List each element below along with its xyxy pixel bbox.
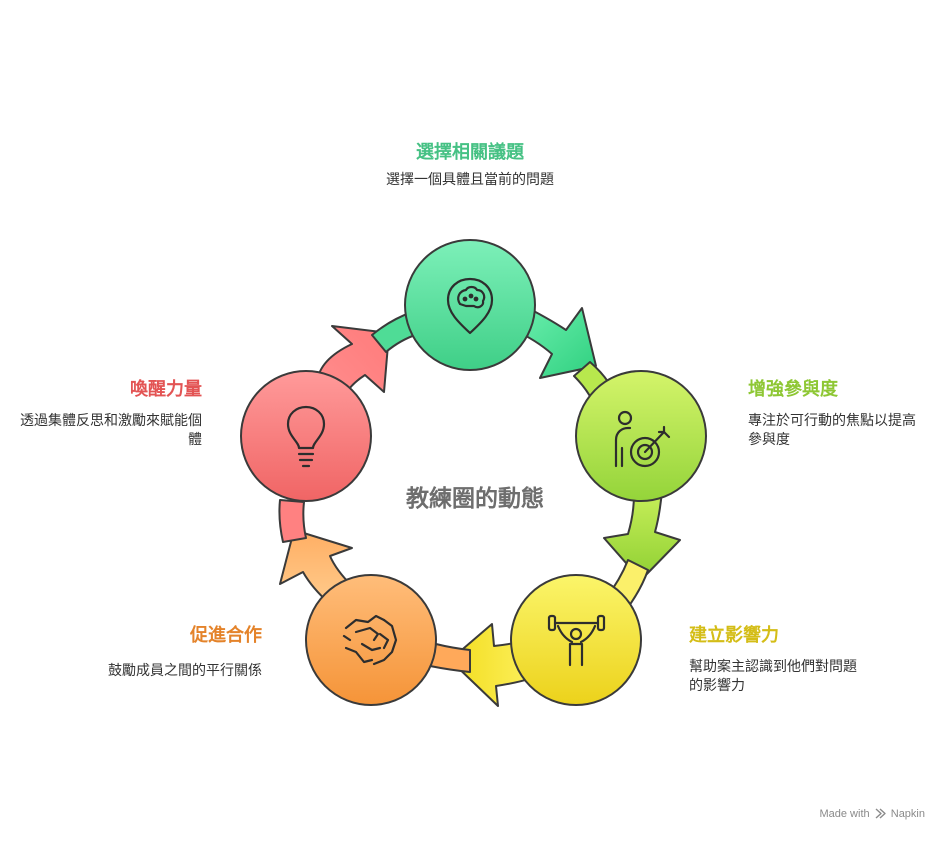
step-title-promote-collaboration: 促進合作 bbox=[190, 625, 262, 646]
step-title-enhance-engagement: 增強參與度 bbox=[748, 379, 838, 400]
band-red-lower bbox=[278, 499, 307, 543]
made-with-napkin[interactable]: Made with Napkin bbox=[819, 808, 925, 820]
step-circle-awaken-power bbox=[240, 370, 372, 502]
diagram-title: 教練圈的動態 bbox=[406, 486, 544, 512]
person-target-icon bbox=[614, 410, 671, 468]
lightbulb-icon bbox=[286, 405, 326, 468]
step-desc-enhance-engagement: 專注於可行動的焦點以提高參與度 bbox=[748, 413, 916, 448]
step-circle-promote-collaboration bbox=[305, 574, 437, 706]
handshake-icon bbox=[342, 614, 398, 666]
step-title-build-influence: 建立影響力 bbox=[689, 625, 779, 646]
step-desc-promote-collaboration: 鼓勵成員之間的平行關係 bbox=[108, 663, 262, 679]
step-desc-select-topic: 選擇一個具體且當前的問題 bbox=[386, 172, 554, 188]
step-desc-awaken-power: 透過集體反思和激勵來賦能個體 bbox=[20, 413, 202, 448]
head-idea-pin-icon bbox=[446, 277, 494, 335]
napkin-brand-text: Napkin bbox=[890, 808, 925, 820]
made-with-text: Made with bbox=[819, 808, 870, 820]
step-circle-enhance-engagement bbox=[575, 370, 707, 502]
weightlifter-icon bbox=[547, 614, 606, 667]
step-title-select-topic: 選擇相關議題 bbox=[416, 142, 524, 163]
band-orange-right bbox=[429, 643, 471, 673]
arrow-lime-to-yellow bbox=[603, 489, 681, 581]
napkin-logo-icon bbox=[875, 808, 886, 819]
step-title-awaken-power: 喚醒力量 bbox=[130, 379, 202, 400]
step-desc-build-influence: 幫助案主認識到他們對問題的影響力 bbox=[689, 659, 857, 694]
step-circle-select-topic bbox=[404, 239, 536, 371]
step-circle-build-influence bbox=[510, 574, 642, 706]
